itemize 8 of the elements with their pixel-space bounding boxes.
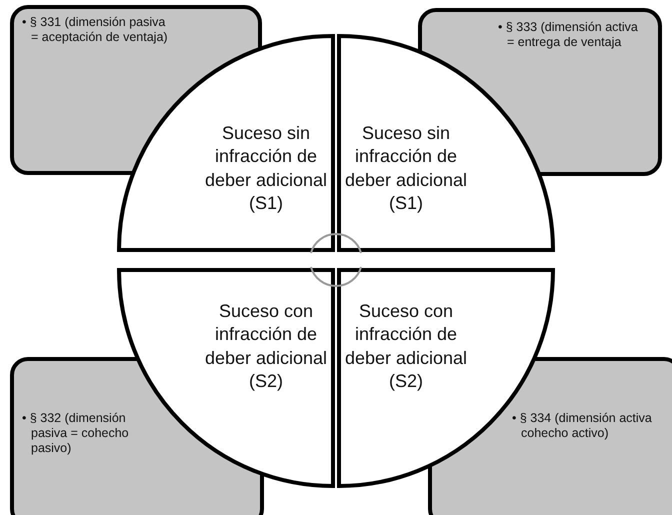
quarter-label: Suceso sin infracción de deber adicional (S1)	[204, 122, 328, 216]
bullet-text: • § 331 (dimensión pasiva = aceptación de ventaja)	[22, 15, 169, 45]
bullet-text: • § 333 (dimensión activa = entrega de ventaja	[498, 20, 639, 50]
quarter-label: Suceso con infracción de deber adicional (S2)	[344, 300, 468, 394]
bullet-text: • § 332 (dimensión pasiva = cohecho pasivo)	[22, 411, 130, 456]
quarter-label: Suceso sin infracción de deber adicional (S1)	[344, 122, 468, 216]
bullet-text: • § 334 (dimensión activa cohecho activo)	[512, 411, 652, 441]
quarter-label: Suceso con infracción de deber adicional (S2)	[204, 300, 328, 394]
